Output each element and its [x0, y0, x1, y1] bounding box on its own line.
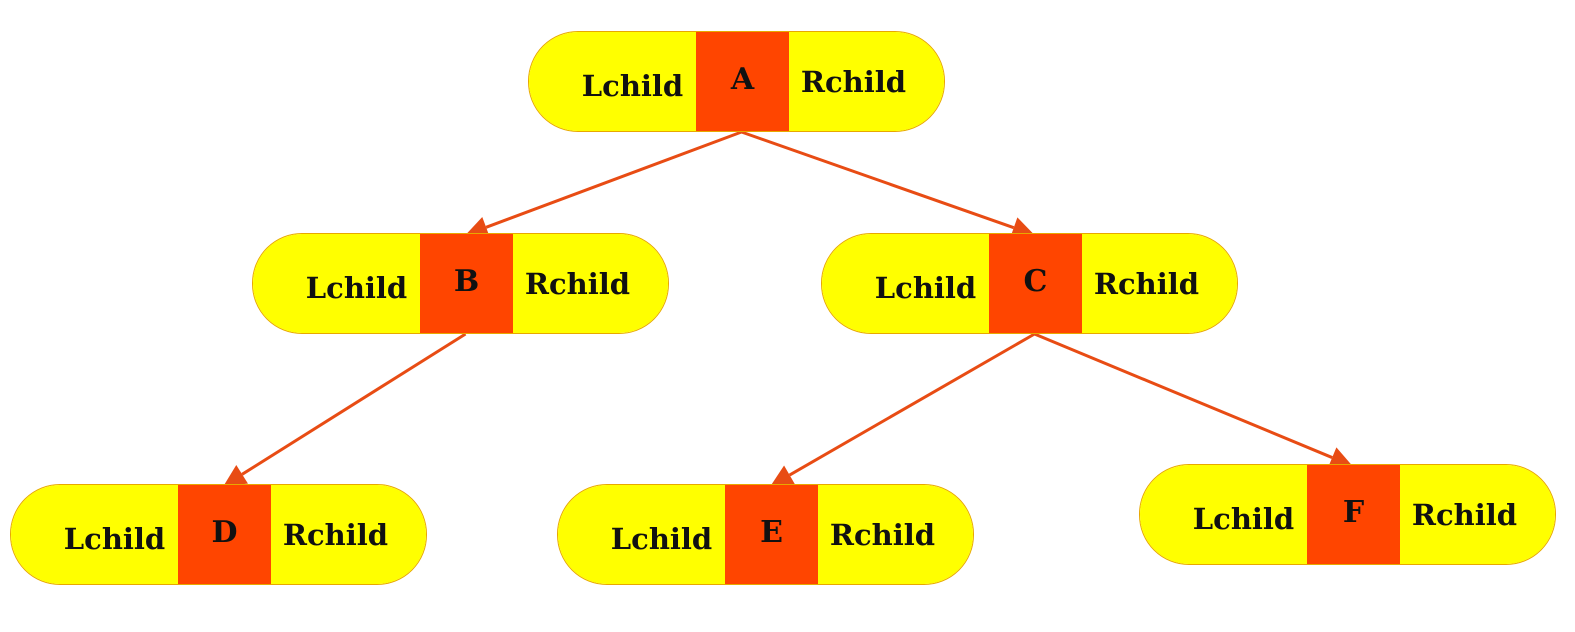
rchild-field: Rchild — [1400, 465, 1555, 564]
arrowhead-c-f — [1327, 447, 1353, 468]
edge-c-f — [1033, 332, 1333, 459]
data-field: D — [178, 485, 271, 584]
edge-a-c — [741, 130, 1015, 230]
lchild-field: Lchild — [558, 485, 725, 584]
arrowhead-c-e — [770, 465, 796, 486]
rchild-field: Rchild — [1082, 234, 1237, 333]
data-field: F — [1307, 465, 1400, 564]
tree-node-b: Lchild B Rchild — [252, 233, 669, 334]
rchild-field: Rchild — [513, 234, 668, 333]
data-field: B — [420, 234, 513, 333]
rchild-field: Rchild — [818, 485, 973, 584]
lchild-field: Lchild — [822, 234, 989, 333]
data-field: E — [725, 485, 818, 584]
lchild-field: Lchild — [1140, 465, 1307, 564]
data-field: C — [989, 234, 1082, 333]
lchild-field: Lchild — [11, 485, 178, 584]
rchild-field: Rchild — [271, 485, 426, 584]
tree-node-f: Lchild F Rchild — [1139, 464, 1556, 565]
lchild-field: Lchild — [529, 32, 696, 131]
tree-node-a: Lchild A Rchild — [528, 31, 945, 132]
edge-a-b — [485, 130, 743, 229]
arrowhead-b-d — [223, 464, 248, 486]
tree-node-c: Lchild C Rchild — [821, 233, 1238, 334]
tree-node-e: Lchild E Rchild — [557, 484, 974, 585]
edge-b-d — [241, 332, 467, 476]
edge-c-e — [788, 332, 1036, 477]
rchild-field: Rchild — [789, 32, 944, 131]
lchild-field: Lchild — [253, 234, 420, 333]
arrowhead-a-b — [465, 217, 490, 238]
arrowhead-a-c — [1010, 217, 1035, 239]
tree-node-d: Lchild D Rchild — [10, 484, 427, 585]
data-field: A — [696, 32, 789, 131]
